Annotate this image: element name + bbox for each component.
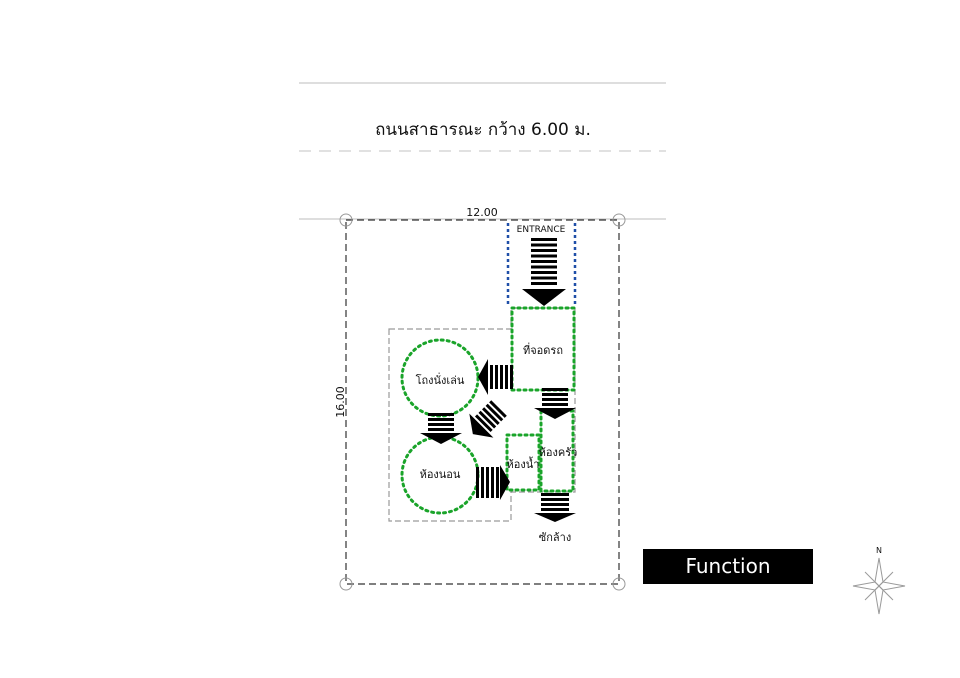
kitchen-zone [539, 409, 575, 493]
diagram-title: Function diagram [643, 549, 813, 613]
boundary-markers [339, 213, 626, 591]
depth-dimension: 16.00 [334, 386, 347, 418]
width-dimension: 12.00 [466, 206, 498, 219]
building-outline [388, 307, 576, 522]
arrow-icon [469, 400, 507, 438]
parking-label: ที่จอดรถ [523, 342, 563, 357]
kitchen-label: ห้องครัว [539, 446, 578, 459]
north-arrow-icon [852, 557, 906, 615]
entrance-zone [506, 223, 577, 306]
arrow-icon [478, 359, 513, 395]
arrow-icon [522, 238, 566, 306]
living-room-label: โถงนั่งเล่น [416, 372, 465, 387]
arrow-icon [534, 493, 576, 522]
road-label: ถนนสาธารณะ กว้าง 6.00 ม. [375, 120, 591, 140]
bedroom-label: ห้องนอน [420, 468, 461, 481]
bathroom-label: ห้องน้ำ [507, 456, 540, 471]
arrow-icon [534, 388, 576, 419]
site-boundary [345, 219, 620, 585]
bathroom-zone [505, 433, 541, 492]
arrow-icon [476, 465, 510, 500]
laundry-label: ซักล้าง [539, 531, 571, 544]
arrow-icon [420, 413, 462, 444]
entrance-label: ENTRANCE [517, 225, 566, 235]
north-label: N [876, 546, 882, 555]
